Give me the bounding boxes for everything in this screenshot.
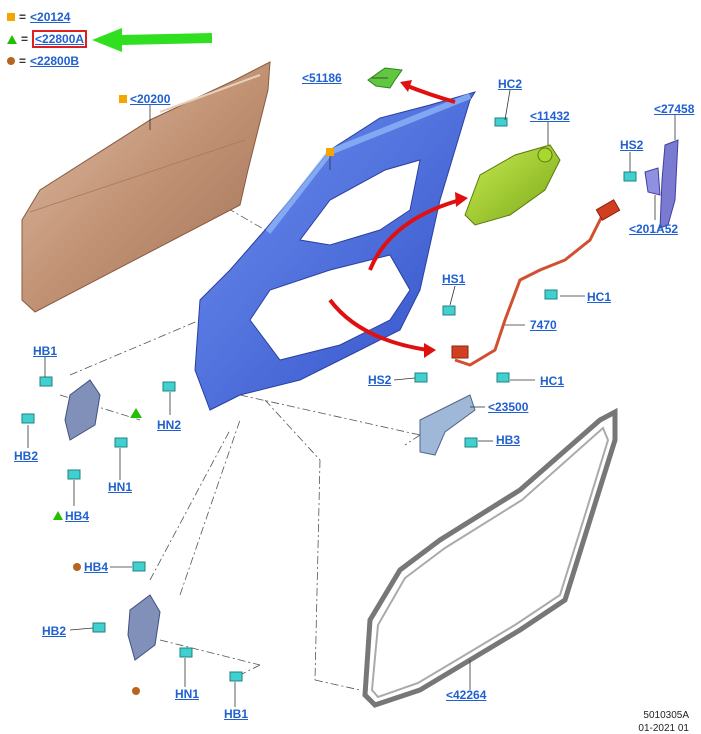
speaker-bracket-part — [464, 144, 561, 226]
callout-hc1-mid[interactable]: HC1 — [540, 374, 565, 388]
callout-hs2-top[interactable]: HS2 — [620, 138, 644, 152]
callout-hs1[interactable]: HS1 — [442, 272, 466, 286]
callout-hb2-top[interactable]: HB2 — [14, 449, 39, 463]
callout-7470[interactable]: 7470 — [530, 318, 557, 332]
callout-hn1-low[interactable]: HN1 — [175, 687, 200, 701]
legend-link-20124[interactable]: <20124 — [30, 10, 71, 24]
legend-row-dot: = <22800B — [7, 54, 79, 68]
fasteners — [21, 171, 637, 682]
diagram-code: 5010305A — [643, 710, 689, 721]
callout-27458[interactable]: <27458 — [654, 102, 695, 116]
legend-equals: = — [19, 54, 27, 68]
callout-hc2[interactable]: HC2 — [498, 77, 523, 91]
callout-51186[interactable]: <51186 — [302, 71, 342, 85]
callout-23500[interactable]: <23500 — [488, 400, 529, 414]
callout-42264[interactable]: <42264 — [446, 688, 487, 702]
callout-201a52[interactable]: <201A52 — [629, 222, 679, 236]
callout-hc1-top[interactable]: HC1 — [587, 290, 612, 304]
callout-lines — [27, 77, 676, 707]
legend-row-square: = <20124 — [7, 10, 70, 24]
green-triangle-icon — [7, 34, 17, 44]
door-outer-panel — [21, 61, 271, 313]
callout-hb2-low[interactable]: HB2 — [42, 624, 67, 638]
orange-square-icon — [7, 13, 15, 21]
green-triangle-marker — [130, 408, 142, 418]
green-pointer-arrow — [92, 28, 212, 52]
brown-dot-icon — [7, 57, 15, 65]
callout-hn2[interactable]: HN2 — [157, 418, 182, 432]
callout-hb4-low[interactable]: HB4 — [84, 560, 109, 574]
orange-square-icon — [119, 95, 127, 103]
legend-link-22800a[interactable]: <22800A — [32, 30, 88, 48]
upper-hinge — [64, 379, 101, 441]
callout-11432[interactable]: <11432 — [530, 109, 570, 123]
diagram-date: 01-2021 01 — [638, 723, 689, 734]
callout-hn1-top[interactable]: HN1 — [108, 480, 133, 494]
callout-hb1-low[interactable]: HB1 — [224, 707, 249, 721]
brown-dot-icon — [73, 563, 81, 571]
legend-row-triangle: = <22800A — [7, 30, 88, 48]
green-triangle-icon — [53, 511, 63, 520]
callout-hb3[interactable]: HB3 — [496, 433, 521, 447]
handle-bracket-part — [659, 139, 679, 229]
legend-equals: = — [21, 32, 29, 46]
check-strap-part — [419, 394, 476, 456]
callout-hb1-top[interactable]: HB1 — [33, 344, 58, 358]
callout-20200[interactable]: <20200 — [130, 92, 171, 106]
callout-hb4-top[interactable]: HB4 — [65, 509, 90, 523]
hc2-fastener — [494, 117, 508, 127]
legend-link-22800b[interactable]: <22800B — [30, 54, 80, 68]
lower-hinge — [127, 594, 161, 661]
orange-square-marker — [326, 148, 334, 156]
door-weatherstrip — [362, 407, 618, 708]
callout-hs2-mid[interactable]: HS2 — [368, 373, 392, 387]
lock-cable — [454, 209, 607, 367]
door-inner-frame — [194, 91, 477, 411]
legend-equals: = — [19, 10, 27, 24]
brown-dot-marker — [132, 687, 140, 695]
